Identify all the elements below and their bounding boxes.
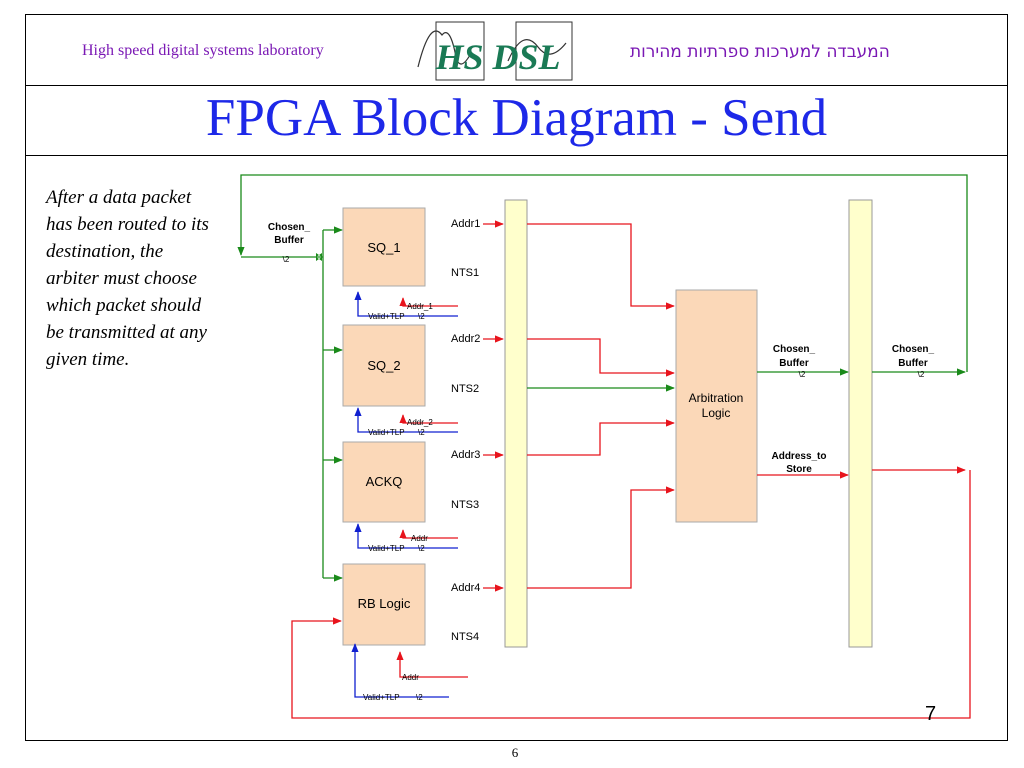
rb-logic-block [342,563,426,646]
addr4-input-label: Addr [402,673,419,682]
addr1-to-arbiter-line [527,223,675,310]
output-chosen-width: \2 [918,370,925,379]
hsdsl-logo: HS DSL [398,17,598,81]
nts-bus [504,199,528,648]
arbiter-chosen-label-line1: Chosen_ [773,344,816,355]
addr1-input-line [399,297,458,307]
nts3-label: NTS3 [451,499,479,511]
sq2-block [342,324,426,407]
output-bus [848,199,873,648]
chosen-buffer-in-label-line2: Buffer [274,235,304,246]
logo-text: HS DSL [434,37,560,77]
sq1-bus-width: \2 [418,312,425,321]
slide-number: 7 [925,703,937,725]
output-chosen-label-line2: Buffer [898,358,928,369]
addr4-to-arbiter-line [527,486,675,589]
arbitration-label-line2: Logic [702,406,731,420]
feedback-loop-line [237,174,968,372]
ackq-label: ACKQ [366,474,403,489]
ackq-block [342,441,426,523]
sq2-label: SQ_2 [367,358,400,373]
addr2-input-line [399,414,458,424]
address-feedback-line [291,470,971,719]
addr3-input-label: Addr [411,534,428,543]
rb-logic-label: RB Logic [358,596,411,611]
arbitration-label-line1: Arbitration [689,391,744,405]
addr1-input-label: Addr_1 [407,302,433,311]
arbiter-chosen-label-line2: Buffer [779,358,809,369]
address-to-store-label-line1: Address_to [771,451,826,462]
addr1-label: Addr1 [451,218,480,230]
sq1-label: SQ_1 [367,240,400,255]
addr2-label: Addr2 [451,333,480,345]
sq2-bus-width: \2 [418,428,425,437]
valid-tlp-rb-label: Valid+TLP [363,693,400,702]
rb-bus-width: \2 [416,693,423,702]
nts2-label: NTS2 [451,383,479,395]
valid-tlp-rb-line [351,643,449,698]
page-number: 6 [511,745,519,760]
chosen-buffer-in-label-line1: Chosen_ [268,222,311,233]
valid-tlp-sq1-line [354,291,458,317]
body-text: After a data packet has been routed to i… [46,187,209,370]
address-to-store-label-line2: Store [786,464,812,475]
valid-tlp-ackq-label: Valid+TLP [368,544,405,553]
lab-name-hebrew: המעבדה למערכות ספרתיות מהירות [630,42,890,62]
addr3-to-arbiter-line [527,419,675,456]
arbitration-logic-block [675,289,758,523]
chosen-buffer-in-width: \2 [283,255,290,264]
nts4-label: NTS4 [451,631,479,643]
addr3-label: Addr3 [451,449,480,461]
addr2-input-label: Addr_2 [407,418,433,427]
ackq-bus-width: \2 [418,544,425,553]
addr2-to-arbiter-line [527,338,675,377]
addr4-label: Addr4 [451,582,480,594]
nts1-label: NTS1 [451,267,479,279]
sq1-block [342,207,426,287]
slide-frame [25,14,1008,741]
valid-tlp-sq1-label: Valid+TLP [368,312,405,321]
addr3-input-line [399,529,458,539]
addr4-input-line [396,651,468,678]
output-chosen-label-line1: Chosen_ [892,344,935,355]
title-divider [25,155,1008,156]
arbiter-chosen-width: \2 [799,370,806,379]
valid-tlp-ackq-line [354,523,458,549]
bus-junction-icon [316,253,322,261]
slide-title: FPGA Block Diagram - Send [205,89,828,147]
valid-tlp-sq2-label: Valid+TLP [368,428,405,437]
lab-name-english: High speed digital systems laboratory [82,42,324,59]
valid-tlp-sq2-line [354,407,458,433]
header-divider [25,85,1008,86]
